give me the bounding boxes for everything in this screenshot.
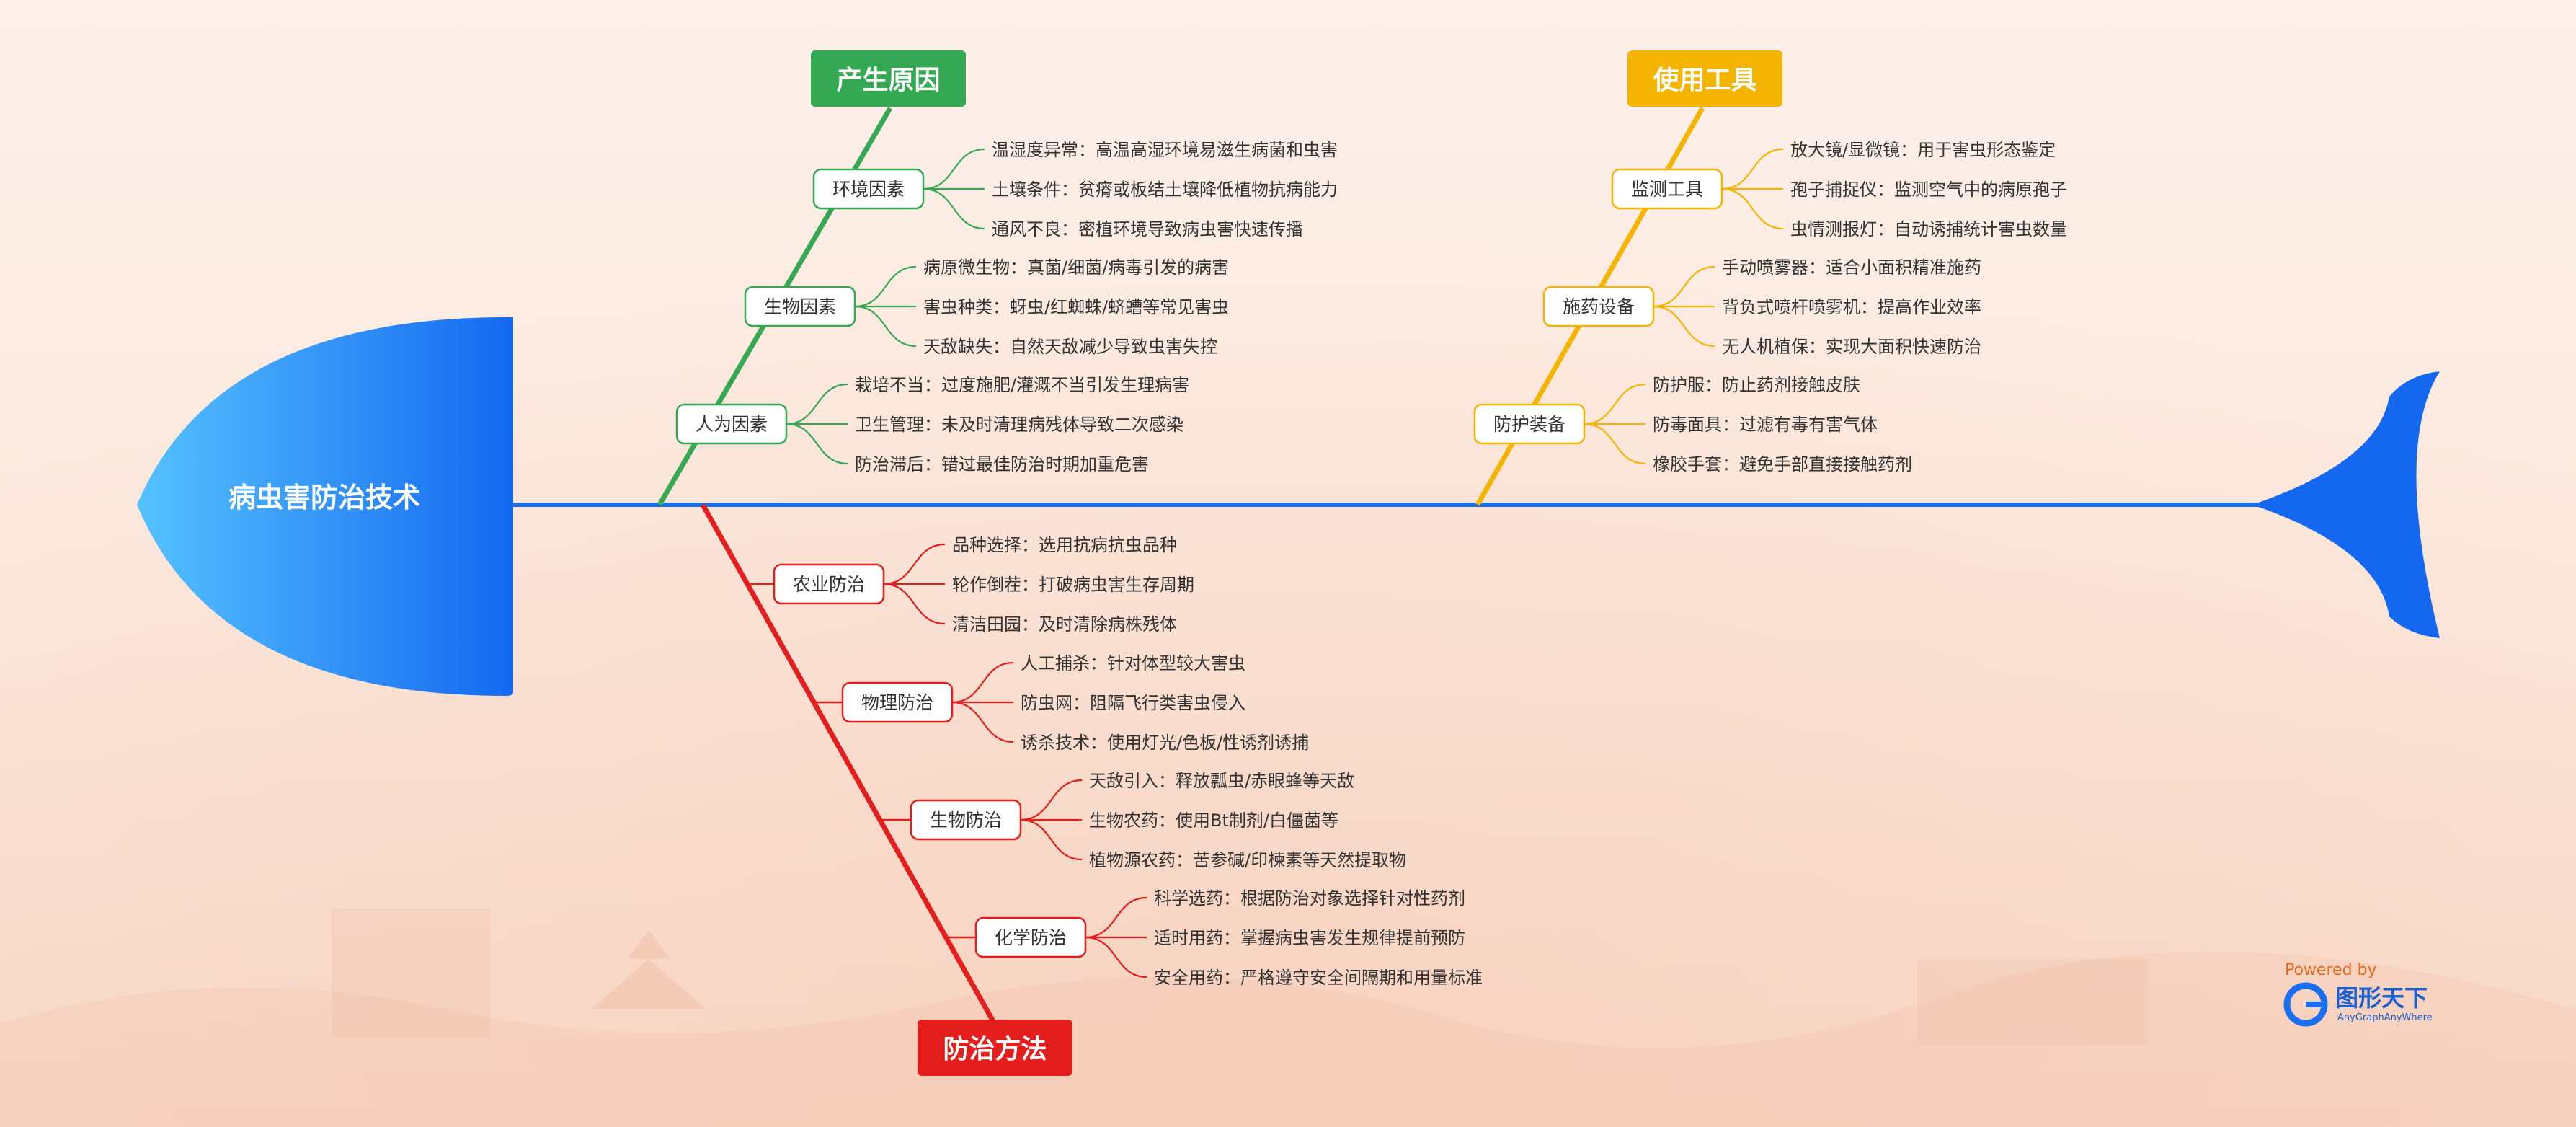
methods-leaf-item: 防虫网：阻隔飞行类害虫侵入	[1021, 693, 1245, 713]
causes-title: 产生原因	[836, 66, 940, 95]
powered-by-text: Powered by	[2285, 961, 2377, 979]
causes-node-label: 生物因素	[764, 296, 836, 317]
causes-leaf-item: 土壤条件：贫瘠或板结土壤降低植物抗病能力	[992, 180, 1338, 200]
methods-leaf-item: 轮作倒茬：打破病虫害生存周期	[952, 575, 1194, 595]
causes-title-box: 产生原因	[811, 50, 966, 107]
tools-node-label: 施药设备	[1563, 296, 1635, 317]
tools-leaf-item: 手动喷雾器：适合小面积精准施药	[1722, 257, 1981, 278]
methods-node-1: 农业防治 品种选择：选用抗病抗虫品种轮作倒茬：打破病虫害生存周期清洁田园：及时清除…	[747, 535, 1194, 635]
tools-node-label: 防护装备	[1493, 414, 1565, 435]
causes-leaf-item: 病原微生物：真菌/细菌/病毒引发的病害	[923, 257, 1229, 278]
methods-leaf-item: 清洁田园：及时清除病株残体	[952, 614, 1177, 635]
methods-node-label: 农业防治	[793, 574, 865, 595]
causes-leaf-item: 防治滞后：错过最佳防治时期加重危害	[855, 454, 1149, 474]
fish-head: 病虫害防治技术	[137, 317, 513, 696]
methods-leaf-item: 适时用药：掌握病虫害发生规律提前预防	[1154, 928, 1465, 948]
causes-leaf-item: 温湿度异常：高温高湿环境易滋生病菌和虫害	[992, 140, 1338, 160]
tools-leaf-item: 防毒面具：过滤有毒有害气体	[1653, 415, 1878, 435]
branch-methods: 防治方法 农业防治 品种选择：选用抗病抗虫品种轮作倒茬：打破病虫害生存周期清洁田园：…	[700, 503, 1483, 1076]
methods-node-3: 生物防治 天敌引入：释放瓢虫/赤眼蜂等天敌生物农药：使用Bt制剂/白僵菌等植物源农…	[879, 771, 1406, 870]
tools-leaf-item: 橡胶手套：避免手部直接接触药剂	[1653, 454, 1912, 474]
causes-leaf-item: 害虫种类：蚜虫/红蜘蛛/蛴螬等常见害虫	[923, 297, 1229, 317]
causes-leaf-item: 栽培不当：过度施肥/灌溉不当引发生理病害	[855, 375, 1189, 395]
methods-node-label: 物理防治	[861, 692, 933, 713]
causes-node-2: 生物因素 病原微生物：真菌/细菌/病毒引发的病害害虫种类：蚜虫/红蜘蛛/蛴螬等常见…	[744, 257, 1229, 357]
tools-title-box: 使用工具	[1627, 50, 1782, 107]
causes-leaf-item: 天敌缺失：自然天敌减少导致虫害失控	[923, 337, 1217, 357]
tools-leaf-item: 虫情测报灯：自动诱捕统计害虫数量	[1790, 219, 2067, 239]
tools-node-label: 监测工具	[1631, 179, 1703, 200]
tools-leaf-item: 放大镜/显微镜：用于害虫形态鉴定	[1790, 140, 2056, 160]
causes-node-label: 环境因素	[832, 179, 905, 200]
methods-leaf-item: 科学选药：根据防治对象选择针对性药剂	[1154, 888, 1465, 909]
brand-name: 图形天下	[2335, 984, 2428, 1012]
causes-leaf-item: 通风不良：密植环境导致病虫害快速传播	[992, 219, 1303, 239]
methods-leaf-item: 天敌引入：释放瓢虫/赤眼蜂等天敌	[1089, 771, 1354, 791]
methods-leaf-item: 植物源农药：苦参碱/印楝素等天然提取物	[1089, 850, 1406, 870]
causes-node-label: 人为因素	[696, 414, 768, 435]
head-title: 病虫害防治技术	[228, 482, 420, 513]
brand-subtitle: AnyGraphAnyWhere	[2337, 1012, 2433, 1023]
causes-leaf-item: 卫生管理：未及时清理病残体导致二次感染	[855, 415, 1183, 435]
methods-node-2: 物理防治 人工捕杀：针对体型较大害虫防虫网：阻隔飞行类害虫侵入诱杀技术：使用灯光/…	[814, 653, 1309, 753]
methods-leaf-item: 安全用药：严格遵守安全间隔期和用量标准	[1154, 968, 1483, 988]
brand-logo-icon	[2283, 982, 2328, 1027]
tools-leaf-item: 防护服：防止药剂接触皮肤	[1653, 375, 1860, 395]
methods-node-label: 化学防治	[995, 927, 1067, 948]
causes-node-1: 环境因素 温湿度异常：高温高湿环境易滋生病菌和虫害土壤条件：贫瘠或板结土壤降低植物…	[812, 140, 1338, 239]
tools-leaf-item: 无人机植保：实现大面积快速防治	[1722, 337, 1981, 357]
methods-node-label: 生物防治	[930, 810, 1002, 831]
methods-leaf-item: 人工捕杀：针对体型较大害虫	[1021, 653, 1245, 673]
methods-leaf-item: 生物农药：使用Bt制剂/白僵菌等	[1089, 810, 1338, 831]
tools-leaf-item: 孢子捕捉仪：监测空气中的病原孢子	[1790, 180, 2067, 200]
causes-node-3: 人为因素 栽培不当：过度施肥/灌溉不当引发生理病害卫生管理：未及时清理病残体导致二…	[675, 375, 1189, 474]
tools-title: 使用工具	[1653, 66, 1756, 95]
methods-node-4: 化学防治 科学选药：根据防治对象选择针对性药剂适时用药：掌握病虫害发生规律提前预防…	[946, 888, 1483, 988]
fish-tail	[2252, 371, 2440, 638]
methods-title-box: 防治方法	[918, 1020, 1072, 1076]
methods-leaf-item: 品种选择：选用抗病抗虫品种	[952, 535, 1177, 555]
tools-leaf-item: 背负式喷杆喷雾机：提高作业效率	[1722, 297, 1981, 317]
tools-node-1: 监测工具 放大镜/显微镜：用于害虫形态鉴定孢子捕捉仪：监测空气中的病原孢子虫情测报…	[1611, 140, 2067, 239]
methods-leaf-item: 诱杀技术：使用灯光/色板/性诱剂诱捕	[1021, 733, 1309, 753]
methods-title: 防治方法	[943, 1035, 1047, 1064]
tools-node-3: 防护装备 防护服：防止药剂接触皮肤防毒面具：过滤有毒有害气体橡胶手套：避免手部直接…	[1473, 375, 1912, 474]
brand-watermark: Powered by 图形天下 AnyGraphAnyWhere	[2283, 961, 2433, 1027]
tools-node-2: 施药设备 手动喷雾器：适合小面积精准施药背负式喷杆喷雾机：提高作业效率无人机植保：…	[1542, 257, 1981, 357]
